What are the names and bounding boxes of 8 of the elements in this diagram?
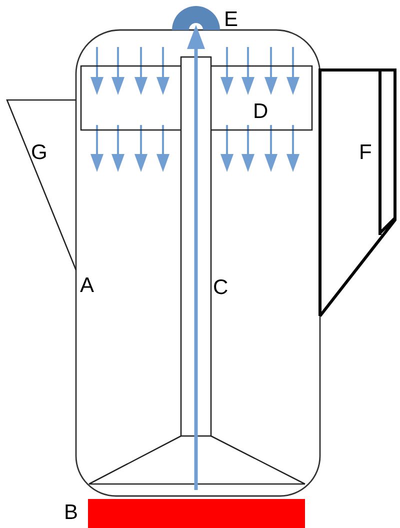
part-letter: B (64, 502, 78, 523)
part-letter: D (253, 101, 268, 122)
part-letter: A (80, 275, 94, 296)
part-letter: C (213, 277, 228, 298)
part-letter: G (31, 142, 48, 163)
part-letter: E (224, 9, 238, 30)
part-letter: F (359, 142, 372, 163)
filter-basket (81, 66, 312, 130)
